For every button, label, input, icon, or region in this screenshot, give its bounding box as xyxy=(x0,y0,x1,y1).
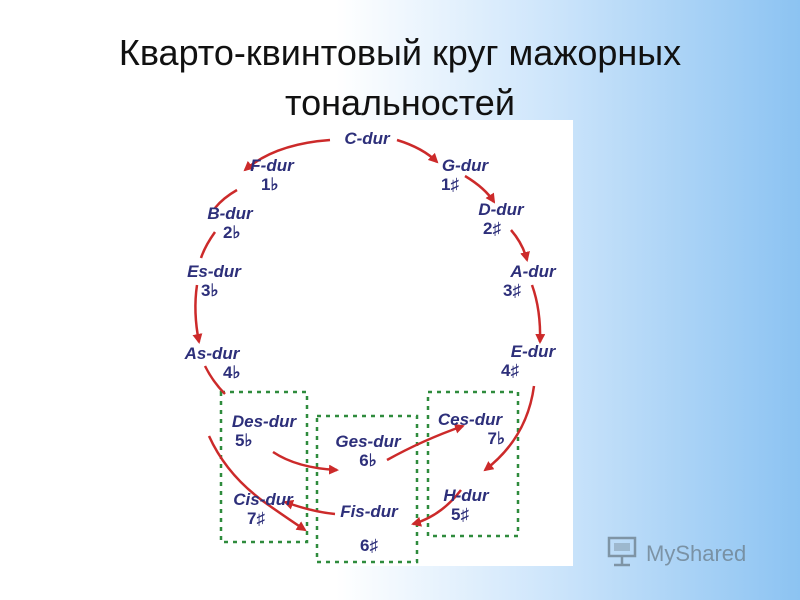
key-name: Es-dur xyxy=(187,262,241,281)
key-name: C-dur xyxy=(344,129,390,148)
arrow-ges-to-ces xyxy=(386,423,465,462)
key-accidentals: 2♯ xyxy=(483,219,501,238)
key-name: F-dur xyxy=(250,156,294,175)
key-name: D-dur xyxy=(478,200,524,219)
key-accidentals: 4♯ xyxy=(501,361,519,380)
key-as-dur: As-dur 4♭ xyxy=(175,344,249,383)
arrow-as-to-des xyxy=(203,365,226,395)
presentation-board-icon xyxy=(606,534,640,574)
key-fis-dur-accidentals: 6♯ xyxy=(339,536,399,556)
key-name: Des-dur xyxy=(231,412,297,431)
key-g-dur: G-dur 1♯ xyxy=(433,156,497,195)
arrow-b-to-es xyxy=(199,231,217,259)
key-name: B-dur xyxy=(207,204,253,223)
arrow-e-to-ces xyxy=(483,385,536,472)
key-name: Cis-dur xyxy=(233,490,293,509)
key-accidentals: 5♭ xyxy=(235,431,253,450)
arrow-g-to-d xyxy=(464,174,496,204)
key-ces-dur: Ces-dur 7♭ xyxy=(427,410,513,449)
key-name: Ces-dur xyxy=(437,410,503,429)
key-es-dur: Es-dur 3♭ xyxy=(177,262,251,301)
arrow-c-to-f xyxy=(243,138,331,172)
circle-of-fifths-diagram: C-dur G-dur 1♯ D-dur 2♯ A-dur 3♯ E-dur 4… xyxy=(165,120,573,566)
slide-title: Кварто-квинтовый круг мажорных тональнос… xyxy=(0,28,800,128)
key-f-dur: F-dur 1♭ xyxy=(239,156,305,195)
enharmonic-box-left xyxy=(219,390,309,544)
key-cis-dur: Cis-dur 7♯ xyxy=(223,490,303,529)
key-name: E-dur xyxy=(510,342,556,361)
key-accidentals: 5♯ xyxy=(451,505,469,524)
enharmonic-box-center xyxy=(315,414,419,564)
key-accidentals: 6♭ xyxy=(359,451,377,470)
arrow-c-to-g xyxy=(396,138,439,164)
key-e-dur: E-dur 4♯ xyxy=(501,342,565,381)
key-name: Fis-dur xyxy=(340,502,398,521)
key-d-dur: D-dur 2♯ xyxy=(469,200,533,239)
key-name: H-dur xyxy=(443,486,489,505)
key-name: A-dur xyxy=(510,262,556,281)
key-accidentals: 7♯ xyxy=(247,509,265,528)
key-accidentals: 1♭ xyxy=(261,175,279,194)
slide-title-line-2: тональностей xyxy=(285,82,515,123)
key-c-dur: C-dur xyxy=(331,129,403,148)
key-accidentals: 2♭ xyxy=(223,223,241,242)
myshared-watermark: MyShared xyxy=(606,534,746,574)
key-des-dur: Des-dur 5♭ xyxy=(223,412,305,451)
key-a-dur: A-dur 3♯ xyxy=(501,262,565,301)
arrow-es-to-as xyxy=(192,284,203,344)
key-accidentals: 4♭ xyxy=(223,363,241,382)
diagram-arrows xyxy=(192,138,546,564)
key-fis-dur: Fis-dur xyxy=(329,502,409,521)
arrow-des-to-ges xyxy=(272,450,339,475)
key-ges-dur: Ges-dur 6♭ xyxy=(323,432,413,471)
slide-title-line-1: Кварто-квинтовый круг мажорных xyxy=(118,32,682,73)
arrow-f-to-b xyxy=(214,188,238,209)
key-h-dur: H-dur 5♯ xyxy=(431,486,501,525)
key-b-dur: B-dur 2♭ xyxy=(197,204,263,243)
watermark-text: MyShared xyxy=(646,541,747,566)
arrow-d-to-a xyxy=(510,229,530,262)
enharmonic-box-right xyxy=(426,390,520,538)
arrow-a-to-e xyxy=(530,284,546,344)
arrow-fis-to-cis xyxy=(283,499,336,516)
key-accidentals: 7♭ xyxy=(487,429,505,448)
key-accidentals: 3♭ xyxy=(201,281,219,300)
key-accidentals: 6♯ xyxy=(360,536,378,555)
key-accidentals: 1♯ xyxy=(441,175,459,194)
arrow-cis-loop xyxy=(207,435,307,532)
arrow-h-to-fis xyxy=(411,489,462,527)
key-name: Ges-dur xyxy=(335,432,401,451)
key-name: As-dur xyxy=(184,344,240,363)
key-name: G-dur xyxy=(441,156,489,175)
key-accidentals: 3♯ xyxy=(503,281,521,300)
